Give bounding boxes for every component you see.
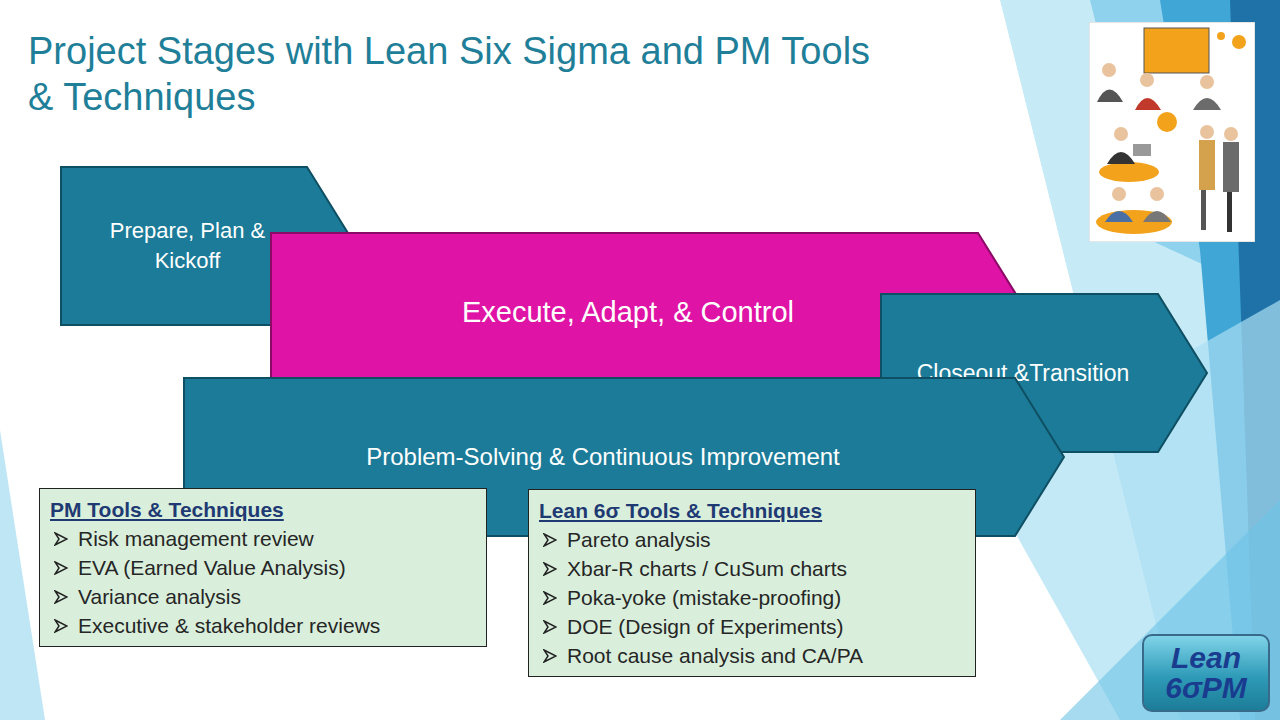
body	[1199, 140, 1215, 190]
head	[1200, 75, 1214, 89]
body	[1105, 211, 1133, 222]
head	[1150, 187, 1164, 201]
head	[1102, 63, 1116, 77]
clip-art	[1089, 22, 1255, 242]
bullet-arrow	[543, 533, 557, 547]
bullet-shape	[55, 533, 67, 545]
box-heading: PM Tools & Techniques	[50, 495, 476, 524]
bullet-item: Poka-yoke (mistake-proofing)	[539, 583, 965, 612]
bullet-item: Xbar-R charts / CuSum charts	[539, 554, 965, 583]
bullet-text: EVA (Earned Value Analysis)	[78, 556, 346, 579]
body	[1223, 142, 1239, 192]
tools-box: Lean 6σ Tools & TechniquesPareto analysi…	[528, 489, 976, 677]
logo-text: Lean 6σPM	[1161, 643, 1251, 703]
slide-title: Project Stages with Lean Six Sigma and P…	[28, 28, 878, 120]
bullet-text: Variance analysis	[78, 585, 241, 608]
body	[1097, 90, 1123, 103]
dot	[1232, 35, 1246, 49]
bullet-shape	[544, 650, 556, 662]
body	[1193, 98, 1221, 110]
bullet-shape	[55, 562, 67, 574]
bullet-text: Executive & stakeholder reviews	[78, 614, 380, 637]
head	[1140, 73, 1154, 87]
bullet-text: Pareto analysis	[567, 528, 711, 551]
stage-label: Problem-Solving & Continuous Improvement	[366, 442, 840, 472]
bullet-arrow	[543, 649, 557, 663]
box-heading: Lean 6σ Tools & Techniques	[539, 496, 965, 525]
bullet-text: DOE (Design of Experiments)	[567, 615, 844, 638]
bullet-item: Executive & stakeholder reviews	[50, 611, 476, 640]
stage-label: Prepare, Plan & Kickoff	[74, 216, 301, 276]
art-frame	[1089, 22, 1255, 242]
bullet-shape	[55, 591, 67, 603]
table	[1099, 162, 1159, 182]
dot	[1157, 112, 1177, 132]
head	[1200, 125, 1214, 139]
bullet-text: Root cause analysis and CA/PA	[567, 644, 863, 667]
logo-box: Lean 6σPM	[1142, 634, 1270, 712]
head	[1224, 127, 1238, 141]
bullet-shape	[544, 621, 556, 633]
bullet-arrow	[54, 532, 68, 546]
bullet-text: Poka-yoke (mistake-proofing)	[567, 586, 841, 609]
leg	[1227, 192, 1232, 232]
bullet-item: Pareto analysis	[539, 525, 965, 554]
leg	[1201, 190, 1206, 230]
bullet-arrow	[54, 590, 68, 604]
bullet-item: Risk management review	[50, 524, 476, 553]
stage-label: Execute, Adapt, & Control	[462, 295, 794, 329]
bullet-item: Root cause analysis and CA/PA	[539, 641, 965, 670]
table	[1096, 210, 1172, 234]
laptop	[1133, 144, 1151, 156]
bullet-arrow	[54, 619, 68, 633]
bullet-item: EVA (Earned Value Analysis)	[50, 553, 476, 582]
bullet-text: Xbar-R charts / CuSum charts	[567, 557, 847, 580]
bullet-arrow	[54, 561, 68, 575]
head	[1114, 127, 1128, 141]
bullet-shape	[544, 534, 556, 546]
bullet-arrow	[543, 591, 557, 605]
bullet-arrow	[543, 562, 557, 576]
bullet-item: DOE (Design of Experiments)	[539, 612, 965, 641]
body	[1107, 152, 1135, 164]
body	[1135, 98, 1161, 110]
bullet-arrow	[543, 620, 557, 634]
bullet-item: Variance analysis	[50, 582, 476, 611]
bullet-shape	[544, 563, 556, 575]
bullet-shape	[544, 592, 556, 604]
screen	[1144, 28, 1209, 73]
head	[1112, 187, 1126, 201]
dot	[1217, 32, 1225, 40]
bg-shape	[1060, 500, 1280, 720]
body	[1143, 211, 1171, 222]
bullet-shape	[55, 620, 67, 632]
tools-box: PM Tools & TechniquesRisk management rev…	[39, 488, 487, 647]
bullet-text: Risk management review	[78, 527, 314, 550]
